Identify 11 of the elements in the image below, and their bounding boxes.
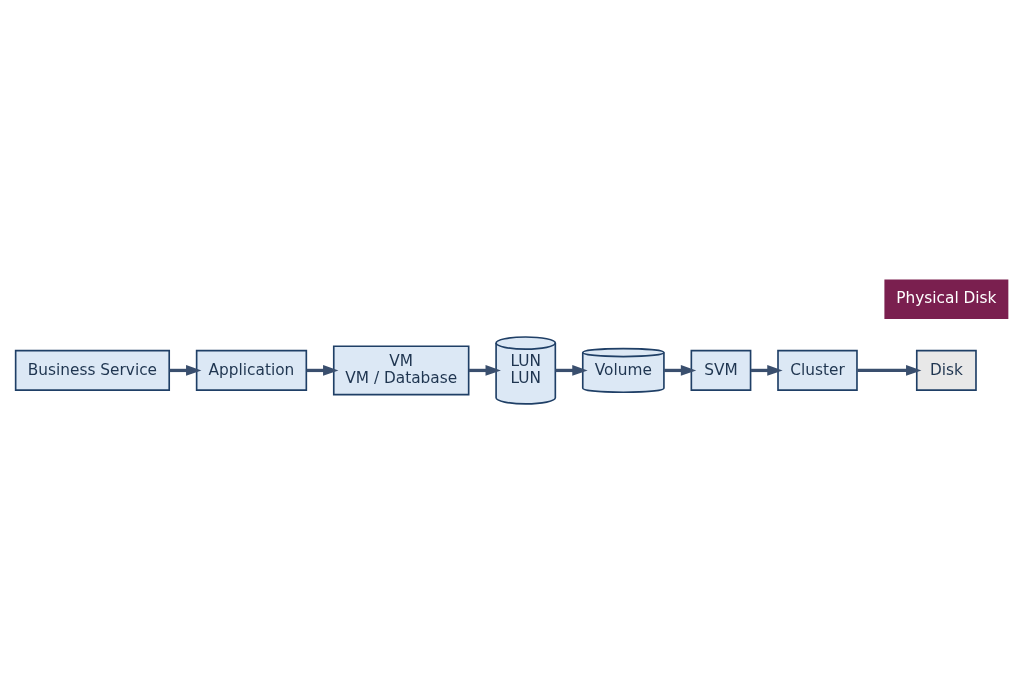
arrow: [664, 365, 697, 376]
arrow: [857, 365, 922, 376]
arrow: [468, 365, 501, 376]
arrow: [555, 365, 588, 376]
node-box: Business Service: [14, 349, 171, 391]
label: Physical Disk: [896, 289, 997, 308]
node-box: SVM: [690, 349, 752, 391]
node-box: Cluster: [777, 349, 858, 391]
node-box: VM VM / Database: [332, 345, 470, 396]
node-box: Application: [195, 349, 308, 391]
node-box: Disk: [915, 349, 977, 391]
